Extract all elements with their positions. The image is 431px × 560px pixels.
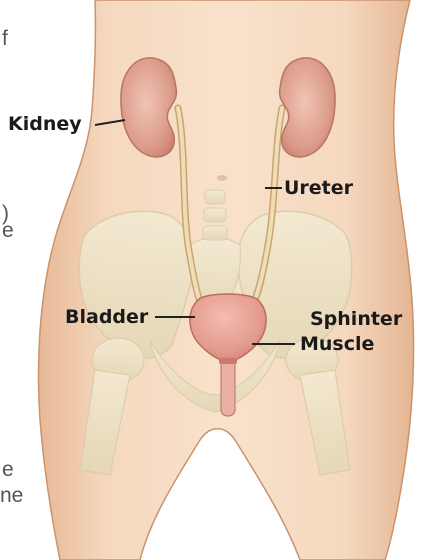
- left-text-fragment-3: e: [2, 220, 14, 241]
- left-text-fragment-1: f: [2, 28, 8, 49]
- sphinter-label: Sphinter: [310, 310, 402, 329]
- kidney-label: Kidney: [8, 115, 82, 134]
- left-text-fragment-4: e: [2, 459, 14, 480]
- bladder-label: Bladder: [65, 308, 148, 327]
- left-text-fragment-5: ne: [0, 485, 23, 506]
- ureter-label: Ureter: [284, 179, 353, 198]
- muscle-label: Muscle: [300, 335, 374, 354]
- urethra: [221, 360, 235, 416]
